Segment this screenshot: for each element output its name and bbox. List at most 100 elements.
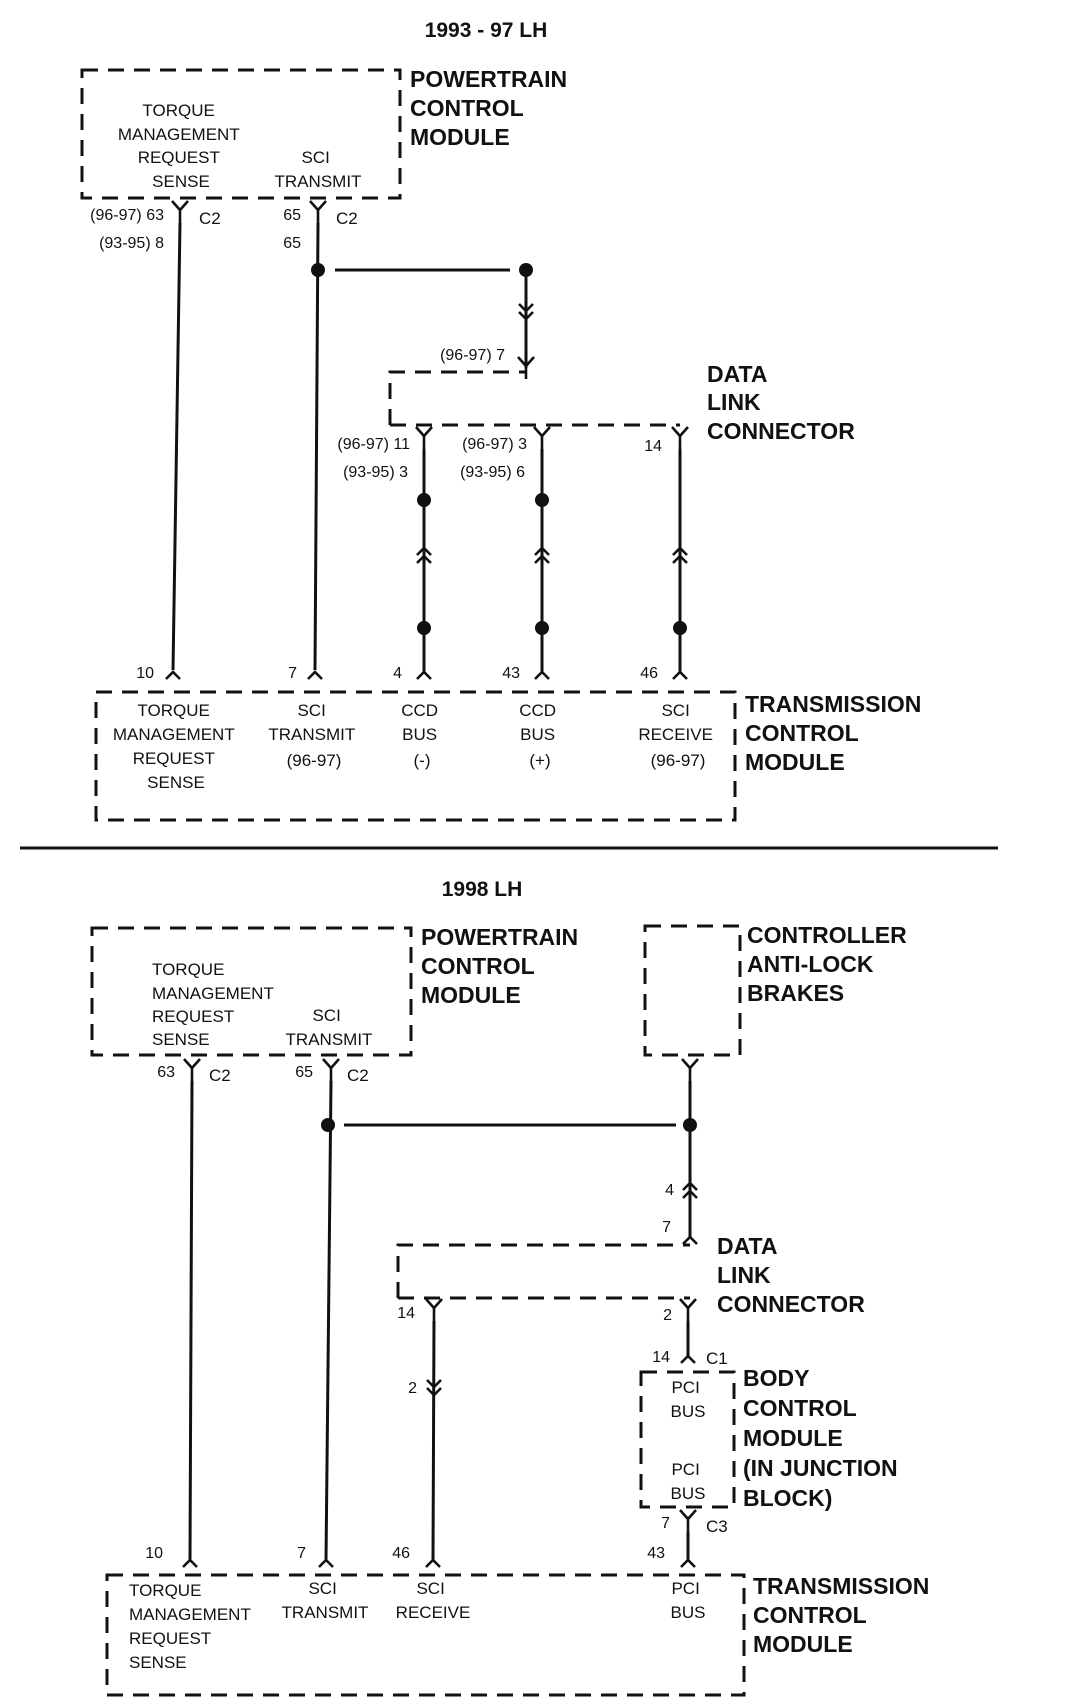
bottom-bcm-c3-connector [678,1508,698,1534]
top-tcm-pin-7: 7 [288,665,297,682]
top-tcm-cap-43 [533,670,551,681]
top-pcm-pin-torque-b: (93-95) 8 [99,235,164,252]
top-tcm-box [94,690,737,822]
top-splice-ccd-neg-2 [417,621,431,635]
top-tcm-cap-10 [164,670,182,681]
bottom-cab-inline-pin: 4 [665,1182,674,1199]
bottom-bcm-pin-c3: 7 [661,1515,670,1532]
top-tcm-cap-7 [306,670,324,681]
bottom-tcm-sci-receive-label: SCI RECEIVE [396,1579,471,1622]
top-dlc-pin-ccd-neg-a: (96-97) 11 [337,436,410,453]
bottom-wire-torque [188,1080,194,1561]
top-splice-ccd-pos-2 [535,621,549,635]
bottom-bcm-pci-label-2: PCI BUS [671,1460,706,1503]
bottom-tcm-pin-46: 46 [392,1545,410,1562]
top-tcm-pin-46: 46 [640,665,658,682]
bottom-tcm-cap-46 [424,1558,442,1569]
bottom-pcm-pin-sci: 65 [295,1064,313,1081]
top-tcm-ccd-pos-label: CCD BUS (+) [519,701,561,770]
bottom-tcm-name: TRANSMISSION CONTROL MODULE [753,1573,936,1657]
top-pcm-connector-c2-b: C2 [336,209,358,228]
bottom-dlc-pin-2: 2 [663,1307,672,1324]
bottom-bcm-name: BODY CONTROL MODULE (IN JUNCTION BLOCK) [743,1365,904,1511]
bottom-dlc-name: DATA LINK CONNECTOR [717,1233,865,1317]
bottom-tcm-torque-label: TORQUE MANAGEMENT REQUEST SENSE [129,1581,255,1672]
bottom-splice-cab [683,1118,697,1132]
bottom-cab-name: CONTROLLER ANTI-LOCK BRAKES [747,922,913,1006]
bottom-bcm-connector-c1: C1 [706,1349,728,1368]
bottom-tcm-box [105,1573,746,1697]
bottom-dlc-inline-pin: 2 [408,1380,417,1397]
top-wire-torque [171,222,182,671]
bottom-wire-sci-receive [431,1320,436,1561]
top-tcm-pin-4: 4 [393,665,402,682]
top-diagram-title: 1993 - 97 LH [425,19,548,42]
bottom-bcm-pci-label-1: PCI BUS [671,1378,706,1421]
top-pcm-pin-sci-b: 65 [283,235,301,252]
bottom-section: 1998 LH POWERTRAIN CONTROL MODULE TORQUE… [90,878,936,1697]
bottom-splice-sci [321,1118,335,1132]
top-tcm-name: TRANSMISSION CONTROL MODULE [745,691,928,775]
bottom-tcm-cap-7 [317,1558,335,1569]
bottom-pcm-connector-c2-b: C2 [347,1066,369,1085]
top-pcm-sci-label: SCI TRANSMIT [275,148,362,191]
top-dlc-box-upper [388,370,526,425]
bottom-tcm-pin-7: 7 [297,1545,306,1562]
bottom-tcm-cap-10 [181,1558,199,1569]
top-wire-sci-transmit [313,222,320,671]
top-tcm-sci-transmit-label: SCI TRANSMIT (96-97) [268,701,359,770]
top-tcm-torque-label: TORQUE MANAGEMENT REQUEST SENSE [113,701,239,792]
top-dlc-pin-ccd-neg-b: (93-95) 3 [343,464,408,481]
bottom-tcm-sci-transmit-label: SCI TRANSMIT [282,1579,369,1622]
bottom-dlc-pin2-connector [678,1297,698,1323]
bottom-pcm-connector-c2-a: C2 [209,1066,231,1085]
bottom-dlc-cap-7 [681,1235,699,1246]
top-dlc-pin-7: (96-97) 7 [440,347,505,364]
bottom-dlc-pin-7: 7 [662,1219,671,1236]
bottom-pcm-sci-connector [321,1057,341,1083]
top-dlc-pin-sci-rx: 14 [644,438,662,455]
bottom-pcm-sci-label: SCI TRANSMIT [286,1006,373,1049]
top-tcm-cap-4 [415,670,433,681]
bottom-dlc-box-upper [396,1243,690,1298]
bottom-pcm-pin-torque: 63 [157,1064,175,1081]
top-splice-ccd-pos-1 [535,493,549,507]
bottom-tcm-cap-43 [679,1558,697,1569]
top-pcm-pin-sci-a: 65 [283,207,301,224]
top-dlc-pin-ccd-pos-a: (96-97) 3 [462,436,527,453]
bottom-bcm-connector-c3: C3 [706,1517,728,1536]
bottom-pcm-torque-label: TORQUE MANAGEMENT REQUEST SENSE [152,960,278,1049]
top-tcm-pin-10: 10 [136,665,154,682]
top-section: 1993 - 97 LH POWERTRAIN CONTROL MODULE T… [80,19,928,822]
top-pcm-torque-label: TORQUE MANAGEMENT REQUEST SENSE [118,101,244,191]
bottom-pcm-torque-connector [182,1057,202,1083]
bottom-pcm-name: POWERTRAIN CONTROL MODULE [421,924,585,1008]
top-splice-sci [311,263,325,277]
top-tcm-cap-46 [671,670,689,681]
bottom-bcm-pin-c1: 14 [652,1349,670,1366]
top-dlc-ccd-neg-connector [414,425,434,451]
bottom-tcm-pin-10: 10 [145,1545,163,1562]
top-splice-ccd-neg-1 [417,493,431,507]
bottom-cab-box [643,924,742,1057]
bottom-bcm-c1-cap [679,1354,697,1365]
bottom-dlc-pin14-connector [424,1297,444,1323]
bottom-cab-connector [680,1057,700,1083]
top-dlc-pin-ccd-pos-b: (93-95) 6 [460,464,525,481]
top-splice-sci-rx [673,621,687,635]
bottom-bcm-box [639,1370,736,1509]
bottom-dlc-pin-14: 14 [397,1305,415,1322]
top-pcm-pin-torque-a: (96-97) 63 [90,207,164,224]
top-tcm-sci-receive-label: SCI RECEIVE (96-97) [638,701,717,770]
bottom-pcm-box [90,926,413,1057]
bottom-wire-sci-transmit [324,1080,333,1561]
top-dlc-name: DATA LINK CONNECTOR [707,361,855,444]
top-pcm-name: POWERTRAIN CONTROL MODULE [410,66,574,150]
top-pcm-torque-connector [170,199,190,225]
bottom-tcm-pin-43: 43 [647,1545,665,1562]
bottom-diagram-title: 1998 LH [442,878,523,901]
top-tcm-ccd-neg-label: CCD BUS (-) [401,701,443,770]
top-dlc-sci-rx-connector [670,425,690,451]
top-dlc-ccd-pos-connector [532,425,552,451]
